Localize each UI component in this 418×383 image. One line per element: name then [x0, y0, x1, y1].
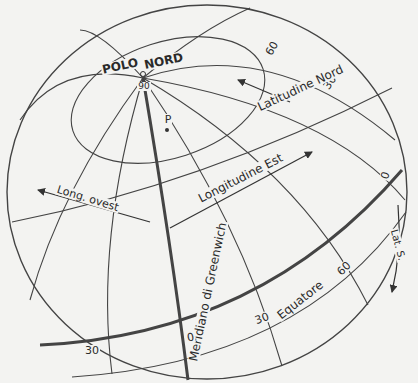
longitude-number: 30: [84, 345, 100, 356]
longitude-number: 0: [185, 331, 196, 343]
latitude-number: 60: [263, 38, 281, 57]
point-label: P: [164, 114, 173, 125]
pole-label: POLO: [100, 56, 140, 76]
latitude-number: 0: [378, 169, 391, 181]
pole-label: NORD: [142, 51, 185, 71]
axis-label: Lat. S.: [389, 228, 407, 263]
axis-label: Longitudine Est: [195, 151, 285, 205]
axis-label: Long. ovest: [55, 183, 121, 213]
latitude-number: 90: [137, 82, 150, 91]
